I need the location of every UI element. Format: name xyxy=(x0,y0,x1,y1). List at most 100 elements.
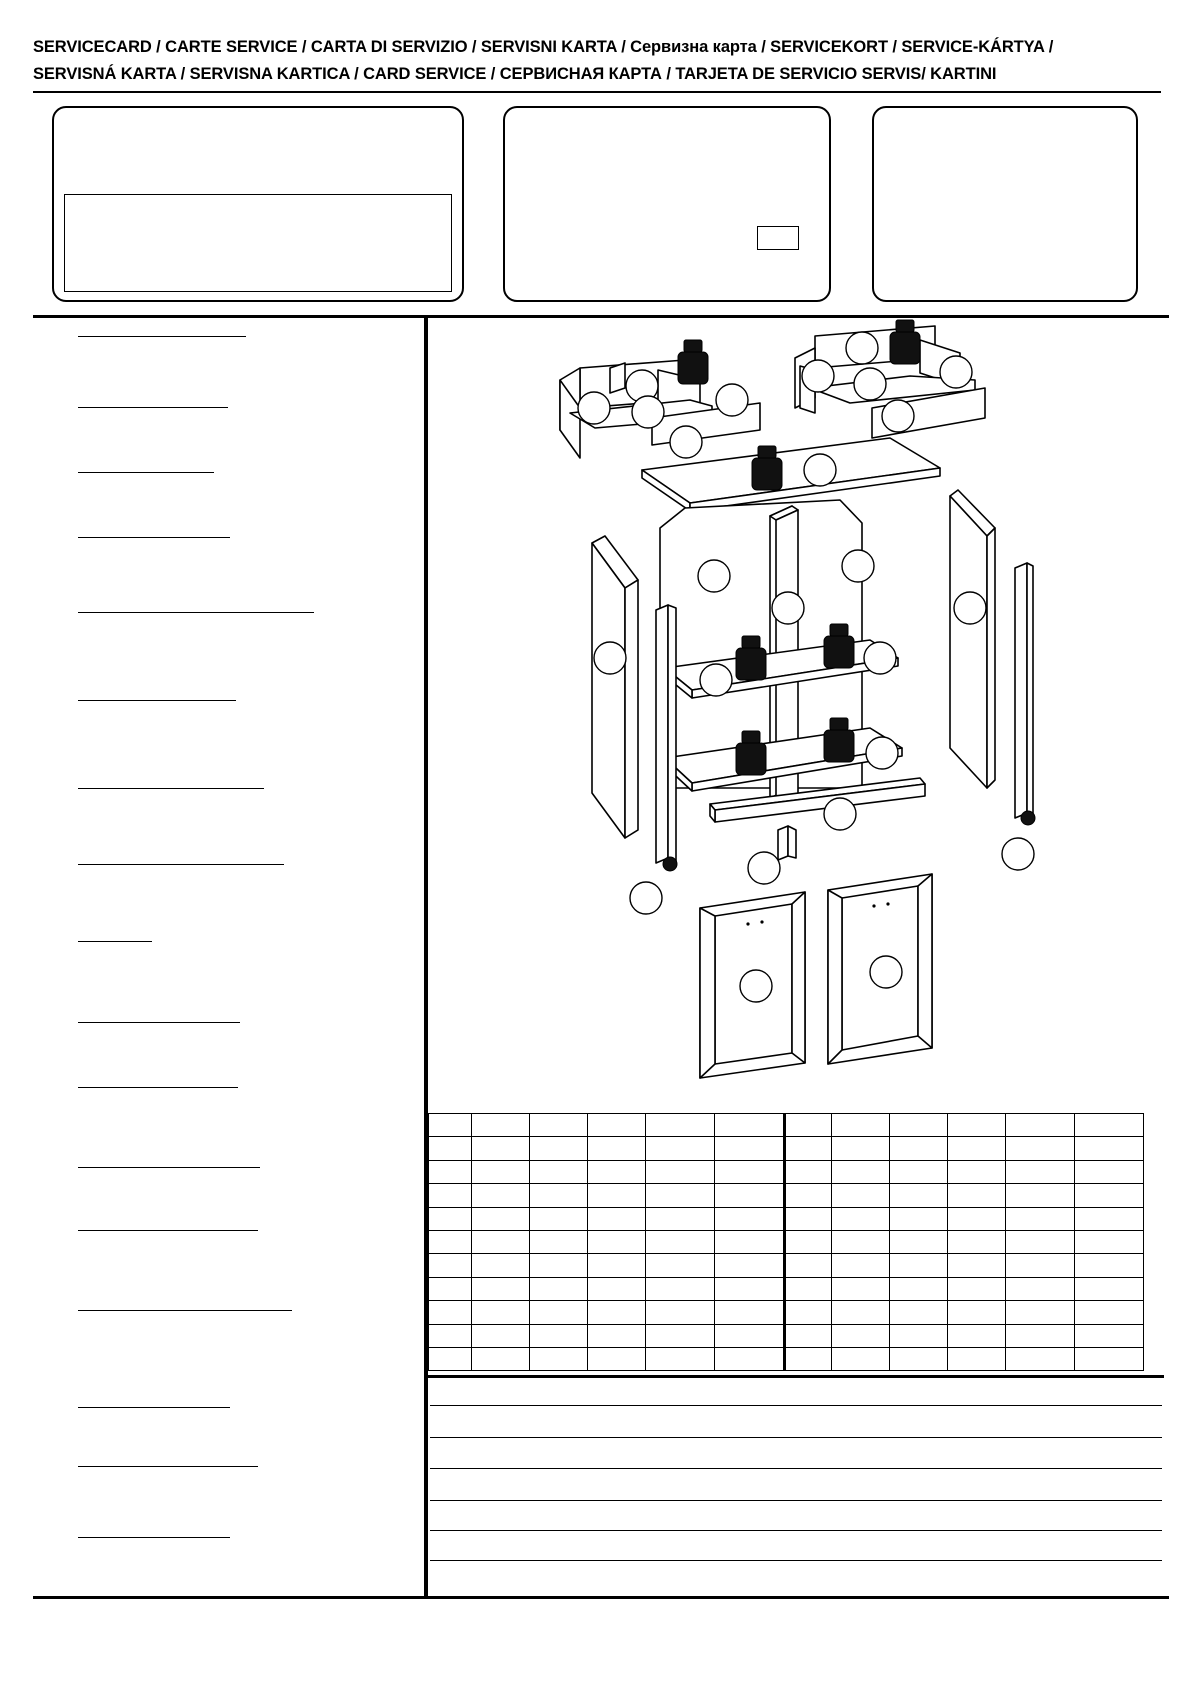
table-cell[interactable] xyxy=(831,1136,890,1161)
table-cell[interactable] xyxy=(831,1276,890,1302)
table-cell[interactable] xyxy=(783,1136,832,1161)
table-cell[interactable] xyxy=(714,1276,785,1302)
table-cell[interactable] xyxy=(1074,1253,1144,1278)
table-cell[interactable] xyxy=(1005,1159,1075,1185)
table-cell[interactable] xyxy=(714,1206,785,1231)
notes-line[interactable] xyxy=(430,1500,1162,1501)
table-cell[interactable] xyxy=(428,1229,472,1255)
table-cell[interactable] xyxy=(1005,1206,1075,1231)
table-cell[interactable] xyxy=(831,1112,890,1138)
table-cell[interactable] xyxy=(714,1323,785,1348)
table-cell[interactable] xyxy=(714,1346,785,1372)
table-cell[interactable] xyxy=(783,1112,832,1138)
table-cell[interactable] xyxy=(587,1300,646,1325)
table-cell[interactable] xyxy=(1074,1159,1144,1185)
table-cell[interactable] xyxy=(587,1206,646,1231)
table-cell[interactable] xyxy=(714,1183,785,1208)
table-cell[interactable] xyxy=(645,1206,715,1231)
table-cell[interactable] xyxy=(428,1253,472,1278)
table-cell[interactable] xyxy=(587,1323,646,1348)
form-field-line[interactable] xyxy=(78,1310,292,1311)
table-cell[interactable] xyxy=(714,1136,785,1161)
table-cell[interactable] xyxy=(947,1206,1006,1231)
table-cell[interactable] xyxy=(1074,1136,1144,1161)
table-cell[interactable] xyxy=(645,1229,715,1255)
table-cell[interactable] xyxy=(471,1159,530,1185)
table-cell[interactable] xyxy=(831,1159,890,1185)
table-cell[interactable] xyxy=(783,1300,832,1325)
table-cell[interactable] xyxy=(471,1300,530,1325)
table-cell[interactable] xyxy=(471,1323,530,1348)
table-cell[interactable] xyxy=(1074,1276,1144,1302)
table-cell[interactable] xyxy=(1074,1112,1144,1138)
table-cell[interactable] xyxy=(831,1323,890,1348)
table-cell[interactable] xyxy=(529,1136,588,1161)
table-cell[interactable] xyxy=(529,1112,588,1138)
table-cell[interactable] xyxy=(1005,1136,1075,1161)
table-cell[interactable] xyxy=(587,1229,646,1255)
table-cell[interactable] xyxy=(428,1183,472,1208)
table-cell[interactable] xyxy=(587,1253,646,1278)
table-cell[interactable] xyxy=(645,1159,715,1185)
table-cell[interactable] xyxy=(471,1136,530,1161)
table-cell[interactable] xyxy=(587,1346,646,1372)
stamp-box[interactable] xyxy=(872,106,1138,302)
form-field-line[interactable] xyxy=(78,941,152,942)
table-cell[interactable] xyxy=(783,1253,832,1278)
table-cell[interactable] xyxy=(529,1183,588,1208)
table-cell[interactable] xyxy=(947,1300,1006,1325)
table-cell[interactable] xyxy=(1074,1346,1144,1372)
table-cell[interactable] xyxy=(889,1253,948,1278)
table-cell[interactable] xyxy=(587,1159,646,1185)
table-cell[interactable] xyxy=(831,1206,890,1231)
notes-line[interactable] xyxy=(430,1530,1162,1531)
customer-info-box[interactable] xyxy=(52,106,464,302)
table-cell[interactable] xyxy=(1005,1229,1075,1255)
table-cell[interactable] xyxy=(783,1346,832,1372)
table-cell[interactable] xyxy=(1005,1323,1075,1348)
notes-line[interactable] xyxy=(430,1468,1162,1469)
table-cell[interactable] xyxy=(1074,1229,1144,1255)
table-cell[interactable] xyxy=(783,1229,832,1255)
table-cell[interactable] xyxy=(1005,1183,1075,1208)
form-field-line[interactable] xyxy=(78,336,246,337)
table-cell[interactable] xyxy=(645,1276,715,1302)
table-cell[interactable] xyxy=(471,1112,530,1138)
form-field-line[interactable] xyxy=(78,1022,240,1023)
table-cell[interactable] xyxy=(831,1300,890,1325)
table-cell[interactable] xyxy=(428,1112,472,1138)
table-cell[interactable] xyxy=(645,1346,715,1372)
table-cell[interactable] xyxy=(645,1253,715,1278)
table-cell[interactable] xyxy=(889,1346,948,1372)
table-cell[interactable] xyxy=(529,1206,588,1231)
table-cell[interactable] xyxy=(889,1136,948,1161)
table-cell[interactable] xyxy=(587,1136,646,1161)
table-cell[interactable] xyxy=(947,1136,1006,1161)
table-cell[interactable] xyxy=(529,1323,588,1348)
table-cell[interactable] xyxy=(529,1229,588,1255)
table-cell[interactable] xyxy=(783,1206,832,1231)
form-field-line[interactable] xyxy=(78,864,284,865)
table-cell[interactable] xyxy=(428,1276,472,1302)
table-cell[interactable] xyxy=(645,1300,715,1325)
table-cell[interactable] xyxy=(1074,1206,1144,1231)
notes-line[interactable] xyxy=(430,1560,1162,1561)
table-cell[interactable] xyxy=(587,1112,646,1138)
table-cell[interactable] xyxy=(428,1300,472,1325)
table-cell[interactable] xyxy=(831,1183,890,1208)
table-cell[interactable] xyxy=(1005,1300,1075,1325)
table-cell[interactable] xyxy=(947,1323,1006,1348)
table-cell[interactable] xyxy=(529,1276,588,1302)
table-cell[interactable] xyxy=(645,1323,715,1348)
table-cell[interactable] xyxy=(1005,1112,1075,1138)
table-cell[interactable] xyxy=(587,1183,646,1208)
table-cell[interactable] xyxy=(889,1300,948,1325)
table-cell[interactable] xyxy=(947,1276,1006,1302)
table-cell[interactable] xyxy=(1074,1323,1144,1348)
notes-line[interactable] xyxy=(430,1437,1162,1438)
table-cell[interactable] xyxy=(428,1346,472,1372)
table-cell[interactable] xyxy=(889,1183,948,1208)
table-cell[interactable] xyxy=(1074,1300,1144,1325)
table-cell[interactable] xyxy=(831,1346,890,1372)
table-cell[interactable] xyxy=(1005,1346,1075,1372)
